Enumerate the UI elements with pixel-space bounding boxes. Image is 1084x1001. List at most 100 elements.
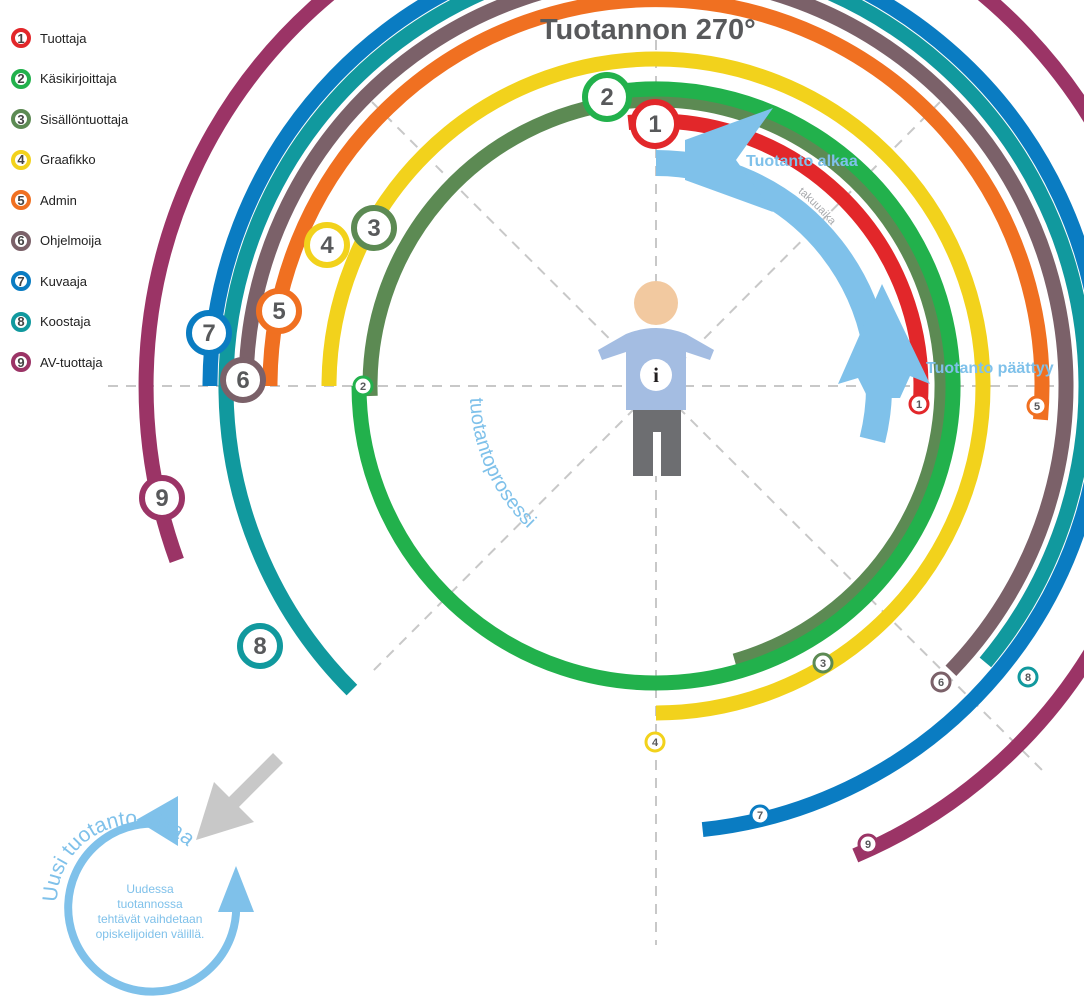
legend-item-6: 6 Ohjelmoija xyxy=(11,221,191,262)
gray-arrow xyxy=(196,753,283,840)
role-end-badge-6-ring xyxy=(930,671,952,693)
legend-item-2: 2 Käsikirjoittaja xyxy=(11,59,191,100)
role-start-badge-3-ring xyxy=(351,205,397,251)
role-start-badge-7: 7 xyxy=(186,310,232,356)
legend-badge: 3 xyxy=(11,109,31,130)
role-end-badge-1-number: 1 xyxy=(916,399,922,411)
role-end-badge-3-number: 3 xyxy=(820,658,826,670)
role-arc-8 xyxy=(218,0,1084,696)
legend-item-8: 8 Koostaja xyxy=(11,302,191,343)
end-arrow-head xyxy=(838,284,930,398)
role-arc-6 xyxy=(238,0,1074,676)
role-end-badge-1-ring xyxy=(908,393,930,415)
role-end-badge-8-number: 8 xyxy=(1025,672,1031,684)
role-arc-9 xyxy=(138,0,1084,863)
role-end-badge-3-ring xyxy=(812,652,834,674)
legend-label: Sisällöntuottaja xyxy=(40,111,129,127)
legend-badge: 7 xyxy=(11,271,31,292)
role-end-badge-8-ring xyxy=(1017,666,1039,688)
legend-label: Tuottaja xyxy=(40,30,87,46)
role-start-badge-8: 8 xyxy=(237,623,283,669)
role-start-badge-4-ring xyxy=(304,222,350,268)
end-label: Tuotanto päättyy xyxy=(926,360,1054,377)
role-arc-7 xyxy=(202,0,1084,838)
role-start-badge-9: 9 xyxy=(139,475,185,521)
legend-label: Koostaja xyxy=(40,314,91,330)
role-start-badge-6: 6 xyxy=(220,357,266,403)
legend-label: Käsikirjoittaja xyxy=(40,71,117,87)
legend-badge: 9 xyxy=(11,352,31,373)
role-start-badge-4-number: 4 xyxy=(320,232,334,259)
legend: 1 Tuottaja 2 Käsikirjoittaja 3 Sisällönt… xyxy=(11,18,191,383)
role-end-badge-7: 7 xyxy=(749,804,771,826)
role-start-badge-2-ring xyxy=(582,72,632,122)
legend-item-1: 1 Tuottaja xyxy=(11,18,191,59)
legend-item-7: 7 Kuvaaja xyxy=(11,261,191,302)
legend-badge: 4 xyxy=(11,149,31,170)
legend-badge: 8 xyxy=(11,311,31,332)
role-end-badge-7-ring xyxy=(749,804,771,826)
role-end-badge-5-ring xyxy=(1026,395,1048,417)
role-start-badge-7-ring xyxy=(186,310,232,356)
legend-label: Graafikko xyxy=(40,152,96,168)
role-start-badge-3-number: 3 xyxy=(367,215,380,242)
role-start-badge-5: 5 xyxy=(256,288,302,334)
legend-badge: 2 xyxy=(11,68,31,89)
role-arc-3 xyxy=(362,92,950,669)
role-end-badge-5: 5 xyxy=(1026,395,1048,417)
new-cycle-line-4: opiskelijoiden välillä. xyxy=(96,927,205,941)
role-end-badge-8: 8 xyxy=(1017,666,1039,688)
role-start-badge-2: 2 xyxy=(582,72,632,122)
legend-badge: 1 xyxy=(11,28,31,49)
guide-diagonal xyxy=(371,101,1045,773)
role-arc-4 xyxy=(321,51,991,721)
role-start-badge-1: 1 xyxy=(630,99,680,149)
role-arc-5 xyxy=(262,0,1050,421)
new-cycle-line-1: Uudessa xyxy=(126,882,174,896)
role-arcs xyxy=(138,0,1084,863)
role-start-badge-9-ring xyxy=(139,475,185,521)
legend-item-3: 3 Sisällöntuottaja xyxy=(11,99,191,140)
role-end-badge-9: 9 xyxy=(857,833,879,855)
role-end-badge-4-number: 4 xyxy=(652,737,659,749)
start-label: Tuotanto alkaa xyxy=(746,153,858,170)
legend-label: Kuvaaja xyxy=(40,273,87,289)
info-icon: i xyxy=(653,363,659,387)
role-arc-2 xyxy=(351,81,961,691)
role-end-badge-2: 2 xyxy=(352,375,374,397)
diagram-title: Tuotannon 270° xyxy=(540,14,756,46)
role-start-badge-6-number: 6 xyxy=(236,367,249,394)
role-start-badge-8-number: 8 xyxy=(253,633,266,660)
role-start-badge-3: 3 xyxy=(351,205,397,251)
role-end-badge-6: 6 xyxy=(930,671,952,693)
role-end-badge-1: 1 xyxy=(908,393,930,415)
legend-label: Ohjelmoija xyxy=(40,233,102,249)
role-start-badge-1-ring xyxy=(630,99,680,149)
legend-label: Admin xyxy=(40,192,77,208)
role-start-badge-8-ring xyxy=(237,623,283,669)
process-arc xyxy=(655,108,930,444)
legend-item-5: 5 Admin xyxy=(11,180,191,221)
role-start-badge-2-number: 2 xyxy=(600,84,613,111)
role-end-badge-4: 4 xyxy=(644,731,666,753)
role-end-badge-4-ring xyxy=(644,731,666,753)
role-end-badge-2-ring xyxy=(352,375,374,397)
role-end-badge-9-ring xyxy=(857,833,879,855)
role-start-badge-9-number: 9 xyxy=(155,485,168,512)
role-end-badge-2-number: 2 xyxy=(360,381,366,393)
role-start-badge-6-ring xyxy=(220,357,266,403)
legend-badge: 6 xyxy=(11,230,31,251)
role-end-badge-6-number: 6 xyxy=(938,677,944,689)
process-label: tuotantoprosessi xyxy=(465,397,540,532)
role-start-badge-5-ring xyxy=(256,288,302,334)
start-arrow xyxy=(685,108,773,212)
role-start-badge-1-number: 1 xyxy=(648,111,661,138)
role-start-badge-4: 4 xyxy=(304,222,350,268)
role-start-badge-5-number: 5 xyxy=(272,298,285,325)
legend-item-9: 9 AV-tuottaja xyxy=(11,342,191,383)
new-cycle-line-3: tehtävät vaihdetaan xyxy=(98,912,203,926)
person-icon: i xyxy=(598,281,714,476)
legend-label: AV-tuottaja xyxy=(40,354,103,370)
